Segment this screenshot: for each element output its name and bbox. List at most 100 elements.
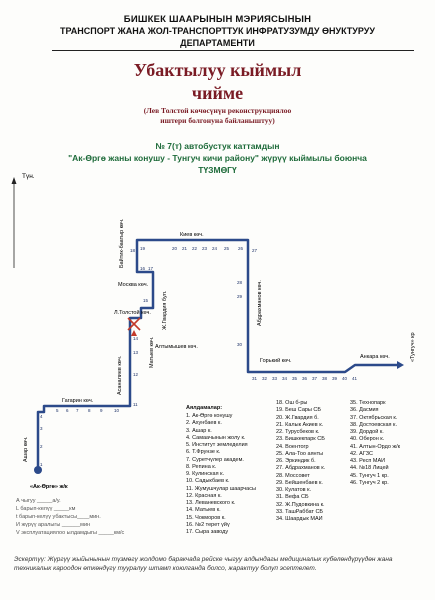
street-ankara: Анкара көч. bbox=[360, 354, 390, 360]
title-line-1: Убактылуу кыймыл bbox=[133, 60, 302, 80]
street-tolstoy: Л.Толстой көч. bbox=[114, 309, 151, 316]
note-line-1: (Лев Толстой көчөсүнүн реконструкциялоо bbox=[143, 106, 292, 115]
stop-list-item: 31. Вефа СБ bbox=[276, 494, 309, 501]
stop-list-item: 25. Ала-Тоо аянты bbox=[276, 450, 324, 457]
stop-list-item: 9. Кулинская к. bbox=[186, 471, 225, 477]
stop-num: 40 bbox=[342, 376, 348, 381]
route-end-arrow-icon bbox=[397, 361, 404, 369]
stop-list-item: 19. Беш Сары СБ bbox=[276, 407, 321, 414]
stop-list-item: 16. №2 терет үйү bbox=[186, 521, 230, 528]
stop-list-item: 29. Бейшенбаев к. bbox=[276, 479, 323, 486]
stop-num: 9 bbox=[100, 408, 103, 413]
stop-num: 25 bbox=[224, 246, 230, 251]
stop-num: 21 bbox=[182, 246, 188, 251]
header-line-2: ТРАНСПОРТ ЖАНА ЖОЛ-ТРАНСПОРТТУК ИНФРАТУЗ… bbox=[60, 26, 375, 36]
stop-num: 30 bbox=[237, 342, 243, 347]
stop-list-item: 17. Сыра заводу bbox=[186, 529, 229, 535]
stop-num: 5 bbox=[56, 408, 59, 413]
stop-list-item: 42. АГЗС bbox=[350, 450, 373, 457]
stop-num: 29 bbox=[237, 294, 243, 299]
stop-num: 26 bbox=[238, 246, 244, 251]
stop-list-item: 39. Дордой к. bbox=[350, 429, 384, 435]
stop-num: 14 bbox=[133, 336, 139, 341]
stop-num: 39 bbox=[332, 376, 338, 381]
stop-list-item: 40. Оберон к. bbox=[350, 436, 385, 443]
start-terminal-icon bbox=[34, 466, 42, 474]
stop-list-item: 14. Матыев к. bbox=[186, 507, 221, 514]
stop-list-item: 22. Турусбеков к. bbox=[276, 429, 320, 435]
north-arrow-icon bbox=[11, 177, 17, 184]
route-parameters-legend: А чыгуу _____а/у. L барып-келүү _____км … bbox=[16, 497, 124, 537]
stop-list-item: 15. Чокморов к. bbox=[186, 514, 226, 521]
stop-list-item: 28. Моссовет bbox=[276, 472, 310, 479]
stop-num: 3 bbox=[40, 426, 43, 431]
stop-list-item: 34. Шаардык МАИ bbox=[276, 516, 323, 522]
stops-heading: Аялдамалар: bbox=[186, 405, 223, 411]
north-label: Түн. bbox=[22, 173, 35, 180]
header-line-1: БИШКЕК ШААРЫНЫН МЭРИЯСЫНЫН bbox=[123, 14, 312, 25]
title-line-2: чийме bbox=[191, 83, 244, 103]
stop-list-item: 2. Ахунбаев к. bbox=[186, 420, 222, 427]
header-divider bbox=[52, 50, 414, 51]
stop-list-item: 38. Достоевская к. bbox=[350, 421, 397, 428]
stop-list-item: 36. Дасмия bbox=[350, 407, 379, 414]
stop-list-item: 20. Ж.Гвардия б. bbox=[276, 414, 319, 421]
street-zh-gvardia: Ж.Гвардия бул. bbox=[162, 290, 168, 330]
stop-num: 19 bbox=[140, 246, 146, 251]
stop-list-item: 21. Калык Акиев к. bbox=[276, 421, 324, 428]
stop-num: 15 bbox=[143, 298, 149, 303]
stop-list-item: 11. Жумушчулар шаарчасы bbox=[186, 485, 256, 492]
stops-title: Аялдамалар: bbox=[186, 405, 222, 412]
street-gorky: Горький көч. bbox=[260, 357, 292, 364]
stop-num: 27 bbox=[252, 248, 258, 253]
stop-num: 2 bbox=[40, 444, 43, 449]
stop-list-item: 23. Бишкекпарк СБ bbox=[276, 436, 325, 443]
footnote: Эскертүү: Жүргүү жыйынынын түзмөгү жолдо… bbox=[14, 556, 393, 572]
legend-line: L барып-келүү _____км bbox=[16, 506, 76, 512]
route-line-2: "Ак-Өргө жаны конушу - Тунгуч кичи район… bbox=[68, 153, 367, 163]
stop-num: 1 bbox=[40, 462, 43, 467]
stop-list-item: 10. Садыкбаев к. bbox=[186, 478, 230, 485]
stop-num: 33 bbox=[272, 376, 278, 381]
stop-num: 16 bbox=[140, 266, 146, 271]
stop-num: 23 bbox=[202, 246, 208, 251]
stop-num: 13 bbox=[133, 350, 139, 355]
street-asanaliev: Асаналиев көч. bbox=[117, 355, 123, 395]
stop-list-item: 24. Воентогр bbox=[276, 443, 309, 450]
note-line-2: иштери болгонуна байланыштуу) bbox=[160, 116, 275, 125]
street-abdrakhmanov: Абдрахманов көч. bbox=[257, 280, 263, 326]
stop-list-item: 12. Красная к. bbox=[186, 492, 222, 499]
stop-list-item: 27. Абдрахманов к. bbox=[276, 465, 326, 472]
stop-num: 31 bbox=[252, 376, 258, 381]
route-map: Түн. Киев көч. Байтик-баатыр көч. Москва… bbox=[11, 173, 416, 490]
stop-num: 6 bbox=[66, 408, 69, 413]
street-moskva: Москва көч. bbox=[118, 282, 149, 288]
stop-num: 18 bbox=[130, 248, 136, 253]
stop-list-item: 30. Кулатов к. bbox=[276, 487, 312, 493]
stop-list-item: 13. Леваневского к. bbox=[186, 500, 236, 506]
street-aaltymyshev: Алтымышев көч. bbox=[155, 344, 198, 350]
stop-list-item: 44. №18 Лицей bbox=[350, 465, 389, 472]
route-line-1: № 7(т) автобустук каттамдын bbox=[155, 141, 280, 151]
terminal-tunguch: «Тунгуч» кр bbox=[410, 332, 416, 362]
stop-num: 22 bbox=[192, 246, 198, 251]
header-line-3: ДЕПАРТАМЕНТИ bbox=[180, 38, 255, 48]
stop-num: 7 bbox=[76, 408, 79, 413]
stop-numbers: 1 2 3 4 5 6 7 8 9 10 11 12 13 14 15 16 1… bbox=[40, 246, 358, 467]
street-matyev: Матыев көч. bbox=[149, 336, 155, 368]
stop-num: 10 bbox=[114, 408, 120, 413]
stop-list-item: 1. Ак-Өргө конушу bbox=[186, 413, 233, 419]
route-line-3: ТҮЗМӨГҮ bbox=[198, 165, 237, 175]
terminal-ak-orgo: «Ак-Өргө» ж/к bbox=[30, 484, 68, 490]
stop-num: 20 bbox=[172, 246, 178, 251]
stop-list-item: 3. Ашар к. bbox=[186, 427, 212, 434]
street-gagarin: Гагарин көч. bbox=[62, 398, 94, 404]
stop-list-item: 6. Т.Фрунзе к. bbox=[186, 449, 221, 456]
stop-num: 8 bbox=[88, 408, 91, 413]
stop-num: 35 bbox=[292, 376, 298, 381]
stop-list-item: 5. Институт земледелия bbox=[186, 442, 248, 448]
stop-num: 12 bbox=[133, 372, 139, 377]
street-baityk: Байтик-баатыр көч. bbox=[118, 218, 125, 268]
